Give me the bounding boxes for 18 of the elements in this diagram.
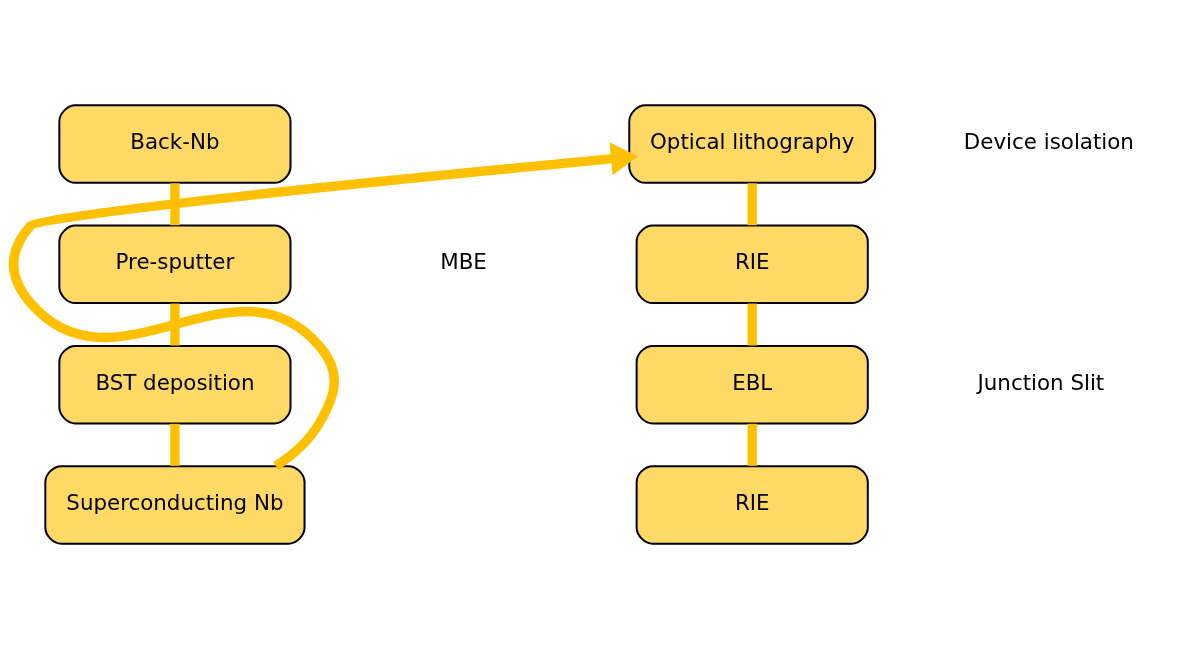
arrow <box>8 141 638 470</box>
connector <box>170 423 180 466</box>
label: MBE <box>440 248 487 274</box>
label: Device isolation <box>963 128 1134 154</box>
connector <box>747 303 757 345</box>
node-box: Back-Nb <box>58 103 292 184</box>
connector <box>170 182 180 225</box>
connector <box>747 423 757 466</box>
node-box: Pre-sputter <box>58 224 292 304</box>
node-box: Superconducting Nb <box>44 464 306 545</box>
node-box: RIE <box>635 464 869 545</box>
node-box: RIE <box>635 224 869 304</box>
label: Junction Slit <box>977 369 1105 395</box>
connector <box>170 303 180 345</box>
connector <box>747 182 757 225</box>
node-box: Optical lithography <box>628 103 877 184</box>
node-box: EBL <box>635 344 869 424</box>
node-box: BST deposition <box>58 344 292 424</box>
